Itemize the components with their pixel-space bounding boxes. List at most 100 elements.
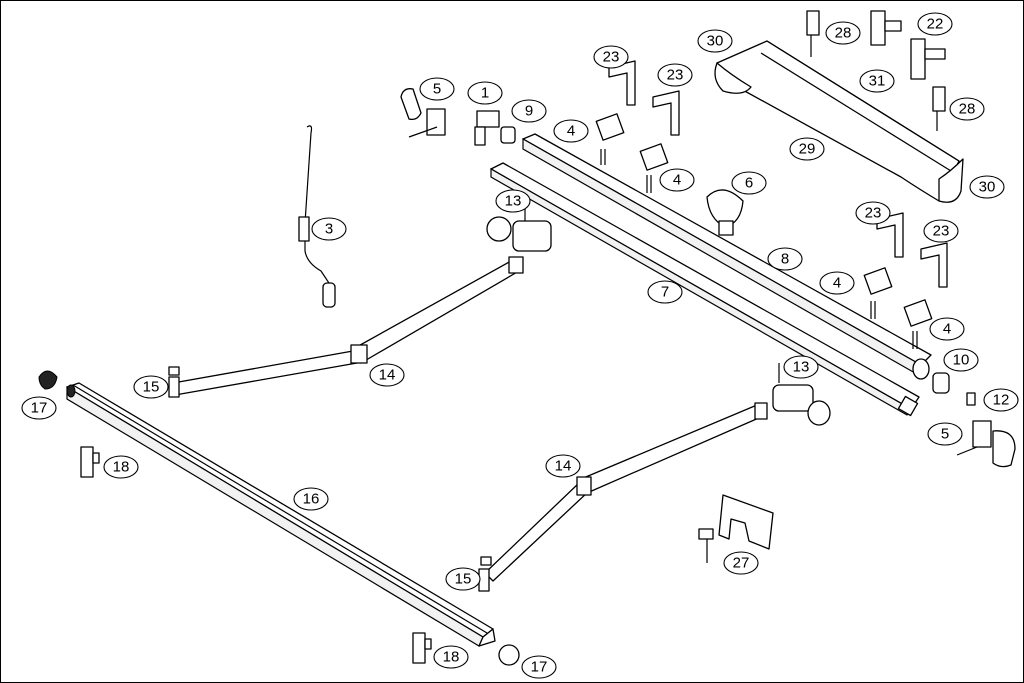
part-1-end-cap	[474, 110, 500, 146]
part-15-pin-lower	[480, 556, 492, 566]
svg-text:15: 15	[455, 571, 472, 588]
part-13-shoulder-lower	[772, 363, 831, 426]
callout-17: 17	[521, 655, 557, 679]
part-4-plates	[595, 113, 933, 349]
callout-15: 15	[133, 375, 169, 399]
callout-4: 4	[659, 168, 695, 192]
part-8-rear-bar	[522, 133, 932, 380]
part-3-crank-handle	[298, 125, 336, 308]
part-5-bracket-right	[956, 420, 1016, 468]
svg-text:18: 18	[113, 459, 130, 476]
callout-16: 16	[293, 487, 329, 511]
part-17-end-cap-left	[38, 370, 58, 390]
svg-text:9: 9	[525, 103, 533, 120]
callout-3: 3	[311, 217, 347, 241]
svg-text:13: 13	[505, 193, 522, 210]
svg-text:22: 22	[927, 16, 944, 33]
part-7-roller-tube	[490, 162, 920, 417]
svg-text:23: 23	[667, 67, 684, 84]
callout-15: 15	[445, 567, 481, 591]
svg-text:12: 12	[993, 392, 1010, 409]
callout-28: 28	[949, 97, 985, 121]
callout-5: 5	[419, 77, 455, 101]
callout-5: 5	[927, 422, 963, 446]
callout-7: 7	[647, 280, 683, 304]
callouts: 1 3 4 4 4 4 5 5 6 7 8 9 10 12 13 13 14 1…	[21, 12, 1019, 679]
svg-text:1: 1	[481, 85, 489, 102]
callout-10: 10	[943, 348, 979, 372]
part-16-front-bar	[66, 382, 496, 647]
callout-31: 31	[859, 69, 895, 93]
callout-18: 18	[103, 455, 139, 479]
part-23-brackets	[608, 60, 948, 288]
svg-text:8: 8	[781, 251, 789, 268]
svg-text:30: 30	[979, 179, 996, 196]
svg-text:10: 10	[953, 352, 970, 369]
svg-text:7: 7	[661, 284, 669, 301]
svg-text:6: 6	[745, 175, 753, 192]
svg-text:17: 17	[31, 400, 48, 417]
svg-text:23: 23	[933, 223, 950, 240]
callout-12: 12	[983, 388, 1019, 412]
callout-23: 23	[923, 219, 959, 243]
svg-text:28: 28	[835, 25, 852, 42]
callout-14: 14	[545, 454, 581, 478]
part-10-plug	[932, 372, 950, 394]
part-14-arm-upper	[168, 256, 524, 398]
callout-17: 17	[21, 396, 57, 420]
callout-9: 9	[511, 99, 547, 123]
svg-text:4: 4	[673, 172, 681, 189]
callout-13: 13	[783, 355, 819, 379]
callout-4: 4	[819, 271, 855, 295]
part-28-hooks	[806, 10, 946, 131]
callout-23: 23	[855, 201, 891, 225]
svg-text:29: 29	[799, 141, 816, 158]
callout-22: 22	[917, 12, 953, 36]
callout-27: 27	[723, 551, 759, 575]
svg-text:28: 28	[959, 101, 976, 118]
part-29-cover	[714, 40, 964, 203]
callout-1: 1	[467, 81, 503, 105]
callout-23: 23	[657, 63, 693, 87]
svg-text:16: 16	[303, 491, 320, 508]
part-5-bracket-left	[400, 88, 446, 138]
svg-text:3: 3	[325, 221, 333, 238]
part-6-clamp	[706, 189, 744, 236]
svg-text:14: 14	[555, 458, 572, 475]
part-15-pin-upper	[168, 366, 180, 376]
svg-text:15: 15	[143, 379, 160, 396]
svg-text:30: 30	[707, 33, 724, 50]
callout-18: 18	[433, 645, 469, 669]
part-14-arm-lower	[478, 402, 768, 592]
callout-13: 13	[495, 189, 531, 213]
part-27-bracket	[698, 494, 774, 563]
callout-4: 4	[553, 119, 589, 143]
part-13-shoulder-upper	[486, 201, 552, 252]
svg-text:4: 4	[567, 123, 575, 140]
svg-text:4: 4	[943, 321, 951, 338]
svg-text:5: 5	[941, 426, 949, 443]
part-18-bracket-left	[80, 446, 100, 478]
part-22-mount-brackets	[870, 10, 946, 80]
svg-text:18: 18	[443, 649, 460, 666]
callout-30: 30	[969, 175, 1005, 199]
svg-text:27: 27	[733, 555, 750, 572]
callout-8: 8	[767, 247, 803, 271]
part-17-end-cap-right	[498, 644, 520, 666]
callout-23: 23	[593, 45, 629, 69]
svg-text:13: 13	[793, 359, 810, 376]
svg-text:5: 5	[433, 81, 441, 98]
callout-28: 28	[825, 21, 861, 45]
part-18-bracket-right	[412, 632, 432, 664]
callout-29: 29	[789, 137, 825, 161]
svg-text:31: 31	[869, 73, 886, 90]
svg-text:23: 23	[865, 205, 882, 222]
svg-text:17: 17	[531, 659, 548, 676]
callout-4: 4	[929, 317, 965, 341]
callout-30: 30	[697, 29, 733, 53]
part-9-plug	[500, 126, 516, 144]
part-12-screw	[966, 392, 976, 406]
svg-text:23: 23	[603, 49, 620, 66]
